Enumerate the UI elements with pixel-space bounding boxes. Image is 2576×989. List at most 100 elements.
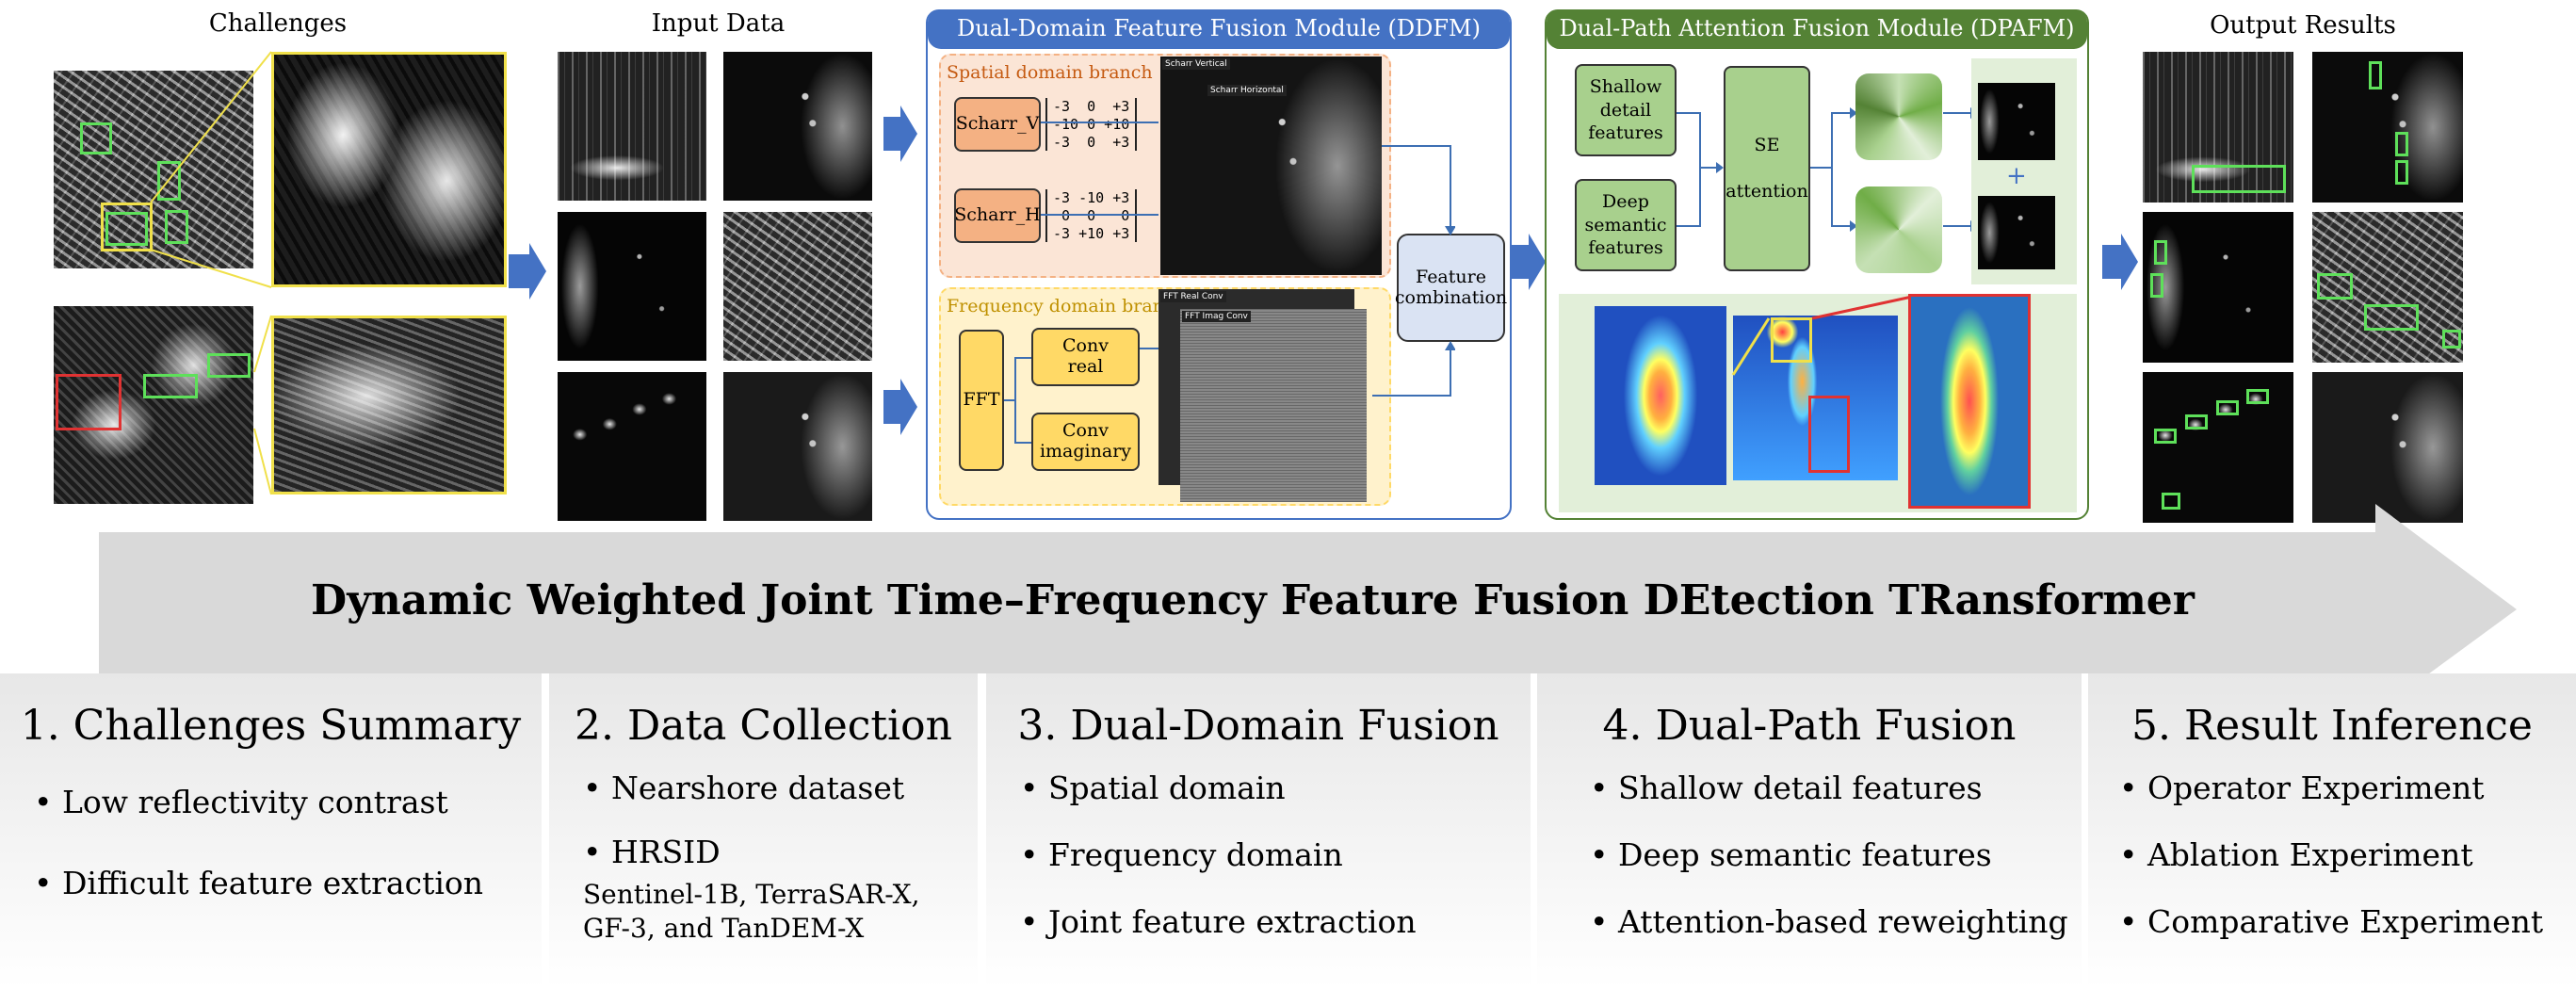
target-box bbox=[80, 122, 112, 154]
input-image bbox=[558, 52, 706, 201]
output-image bbox=[2312, 212, 2463, 363]
column-bullet: • Nearshore dataset bbox=[583, 770, 905, 806]
scharr-output-image: Scharr Vertical Scharr Horizontal bbox=[1160, 57, 1382, 275]
column-bullet: • Joint feature extraction bbox=[1020, 903, 1417, 940]
challenge-image-1 bbox=[54, 71, 253, 268]
dpafm-title: Dual-Path Attention Fusion Module (DPAFM… bbox=[1547, 9, 2087, 49]
ddfm-connector-lines bbox=[1041, 122, 1455, 397]
zoom-region-box bbox=[101, 203, 153, 251]
fft-operator: FFT bbox=[959, 330, 1004, 471]
zoom-lines bbox=[150, 51, 272, 495]
feature-combination-block: Feature combination bbox=[1395, 234, 1507, 342]
frequency-branch-label: Frequency domain branch bbox=[947, 296, 1186, 316]
zoom-image-1 bbox=[271, 52, 507, 287]
detection-box bbox=[2395, 132, 2408, 156]
deep-features-block: Deep semantic features bbox=[1575, 179, 1677, 271]
input-image bbox=[558, 212, 706, 361]
column-bullet: • Operator Experiment bbox=[2119, 770, 2485, 806]
shallow-features-block: Shallow detail features bbox=[1575, 64, 1677, 156]
pipeline-banner-title: Dynamic Weighted Joint Time–Frequency Fe… bbox=[311, 576, 2195, 624]
output-results-title: Output Results bbox=[2210, 11, 2396, 40]
detection-box bbox=[2369, 61, 2382, 89]
target-box bbox=[207, 353, 251, 378]
plus-sign: + bbox=[2006, 162, 2027, 190]
heatmap-zoom-lines bbox=[1731, 295, 1913, 376]
input-image bbox=[723, 52, 872, 201]
column-bullet: • Difficult feature extraction bbox=[34, 865, 484, 901]
detection-box bbox=[2150, 273, 2163, 298]
attention-weight-grid-deep bbox=[1855, 186, 1942, 273]
input-image bbox=[723, 372, 872, 521]
detection-box bbox=[2162, 493, 2180, 510]
column-dual-domain-fusion: 3. Dual-Domain Fusion • Spatial domain •… bbox=[986, 673, 1531, 989]
column-dual-path-fusion: 4. Dual-Path Fusion • Shallow detail fea… bbox=[1537, 673, 2082, 989]
column-data-collection: 2. Data Collection • Nearshore dataset •… bbox=[549, 673, 978, 989]
fft-split-lines bbox=[1004, 357, 1031, 444]
output-image bbox=[2312, 372, 2463, 523]
arrow-to-output-icon bbox=[2102, 234, 2138, 290]
detection-box bbox=[2185, 414, 2208, 430]
column-bullet: • Deep semantic features bbox=[1590, 836, 1992, 873]
arrow-to-input-icon bbox=[509, 243, 546, 300]
target-box bbox=[165, 210, 188, 244]
column-bullet: • Ablation Experiment bbox=[2119, 836, 2473, 873]
challenge-image-2 bbox=[54, 306, 253, 504]
detection-box bbox=[2364, 304, 2419, 331]
column-title: 1. Challenges Summary bbox=[20, 702, 522, 750]
column-bullet: • Comparative Experiment bbox=[2119, 903, 2544, 940]
column-bullet: • Spatial domain bbox=[1020, 770, 1286, 806]
heatmap-image-2 bbox=[1733, 316, 1898, 480]
input-image bbox=[723, 212, 872, 361]
target-box bbox=[143, 374, 198, 398]
output-image bbox=[2143, 52, 2293, 203]
detection-box bbox=[2442, 330, 2461, 349]
input-data-title: Input Data bbox=[651, 9, 786, 38]
scharr-h-operator: Scharr_H bbox=[954, 188, 1041, 243]
attention-weight-grid-shallow bbox=[1855, 73, 1942, 160]
target-box bbox=[157, 161, 181, 201]
arrow-to-dpafm-icon bbox=[1510, 234, 1546, 290]
fft-imag-label: FFT Imag Conv bbox=[1182, 311, 1251, 322]
spatial-branch-label: Spatial domain branch bbox=[947, 62, 1153, 83]
scharr-vertical-label: Scharr Vertical bbox=[1162, 58, 1230, 70]
output-image bbox=[2312, 52, 2463, 203]
detection-box bbox=[2154, 240, 2167, 265]
detection-box bbox=[2317, 273, 2353, 300]
reweighted-shallow-image bbox=[1978, 83, 2055, 160]
difficult-target-box bbox=[56, 374, 122, 430]
column-result-inference: 5. Result Inference • Operator Experimen… bbox=[2088, 673, 2576, 989]
detection-box bbox=[2246, 389, 2269, 404]
conv-real-operator: Conv real bbox=[1031, 328, 1140, 386]
reweighted-deep-image bbox=[1978, 196, 2055, 269]
output-image bbox=[2143, 372, 2293, 523]
column-challenges-summary: 1. Challenges Summary • Low reflectivity… bbox=[0, 673, 542, 989]
detection-box bbox=[2192, 165, 2286, 193]
zoom-image-2 bbox=[271, 316, 507, 494]
dpafm-connector-lines bbox=[1677, 107, 1978, 232]
scharr-v-kernel: -3 0 +3 -10 0 +10 -3 0 +3 bbox=[1045, 98, 1138, 152]
scharr-v-operator: Scharr_V bbox=[954, 97, 1041, 152]
detection-box bbox=[2395, 160, 2408, 185]
fft-real-label: FFT Real Conv bbox=[1160, 291, 1226, 302]
heatmap-target-box bbox=[1808, 396, 1850, 473]
heatmap-zoom-box bbox=[1771, 317, 1812, 363]
arrow-to-spatial-icon bbox=[883, 105, 917, 162]
detection-box bbox=[2216, 400, 2239, 415]
se-attention-block: SE attention bbox=[1724, 66, 1810, 271]
pipeline-banner-arrow bbox=[99, 504, 2517, 713]
column-bullet: • Shallow detail features bbox=[1590, 770, 1983, 806]
column-bullet: • Low reflectivity contrast bbox=[34, 784, 448, 820]
scharr-horizontal-label: Scharr Horizontal bbox=[1207, 85, 1287, 96]
column-title: 3. Dual-Domain Fusion bbox=[1017, 702, 1499, 750]
detection-box bbox=[2154, 429, 2177, 444]
fft-imag-output-image: FFT Imag Conv bbox=[1180, 309, 1367, 502]
input-image bbox=[558, 372, 706, 521]
ddfm-title: Dual-Domain Feature Fusion Module (DDFM) bbox=[928, 9, 1510, 49]
heatmap-zoom-image bbox=[1908, 294, 2031, 509]
column-bullet: • HRSID bbox=[583, 834, 721, 870]
column-title: 5. Result Inference bbox=[2131, 702, 2533, 750]
challenges-title: Challenges bbox=[208, 9, 348, 38]
column-bullet: • Attention-based reweighting bbox=[1590, 903, 2068, 940]
column-bullet: • Frequency domain bbox=[1020, 836, 1343, 873]
conv-imaginary-operator: Conv imaginary bbox=[1031, 413, 1140, 471]
